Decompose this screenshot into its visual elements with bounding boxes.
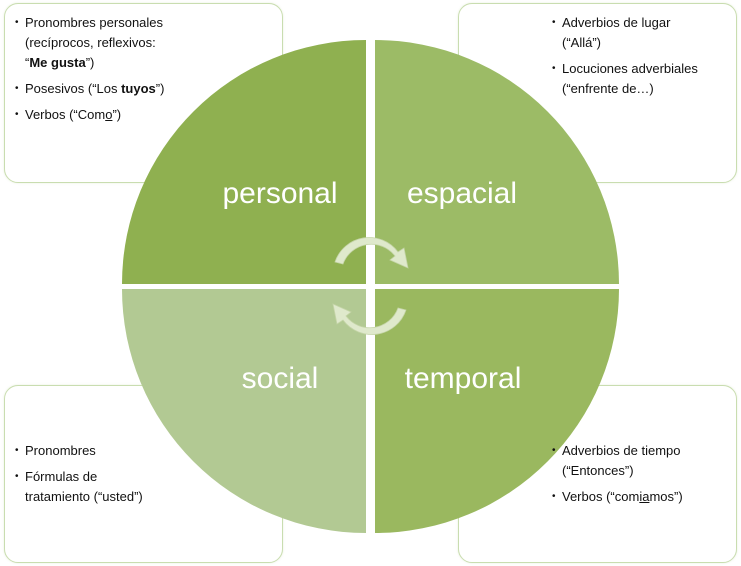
- quadrant-personal: [122, 40, 366, 284]
- label-temporal: temporal: [405, 362, 522, 395]
- list-item: Posesivos (“Los tuyos”): [15, 79, 195, 99]
- list-item: Locuciones adverbiales (“enfrente de…): [552, 59, 737, 99]
- label-espacial: espacial: [407, 177, 517, 210]
- quadrant-social: [122, 289, 366, 533]
- espacial-list: Adverbios de lugar (“Allá”) Locuciones a…: [552, 13, 737, 105]
- personal-list: Pronombres personales (recíprocos, refle…: [15, 13, 195, 131]
- label-personal: personal: [222, 177, 337, 210]
- list-item: Adverbios de tiempo (“Entonces”): [552, 441, 727, 481]
- social-list: Pronombres Fórmulas de tratamiento (“ust…: [15, 441, 185, 513]
- temporal-list: Adverbios de tiempo (“Entonces”) Verbos …: [552, 441, 727, 513]
- cycle-arrows-icon: [332, 237, 409, 335]
- list-item: Verbos (“comiamos”): [552, 487, 727, 507]
- quadrant-temporal: [375, 289, 619, 533]
- quadrant-espacial: [375, 40, 619, 284]
- list-item: Pronombres: [15, 441, 185, 461]
- list-item: Fórmulas de tratamiento (“usted”): [15, 467, 185, 507]
- list-item: Pronombres personales (recíprocos, refle…: [15, 13, 195, 73]
- list-item: Adverbios de lugar (“Allá”): [552, 13, 737, 53]
- list-item: Verbos (“Como”): [15, 105, 195, 125]
- label-social: social: [242, 362, 319, 395]
- horizontal-divider: [110, 284, 630, 289]
